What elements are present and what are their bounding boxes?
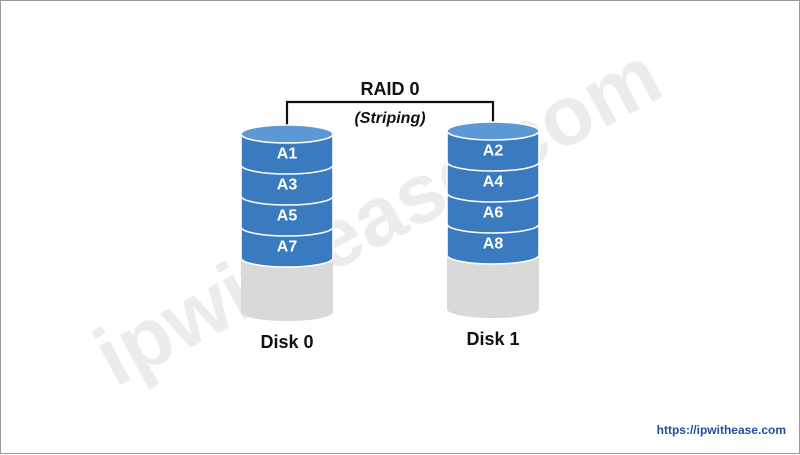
- source-url: https://ipwithease.com: [657, 423, 786, 437]
- disk-0-block-a1: [240, 133, 334, 175]
- disk-1-top-cap: [446, 121, 540, 141]
- disk-0-block-a5: [240, 195, 334, 237]
- disk-0-block-label: A3: [277, 177, 298, 194]
- diagram-title: RAID 0: [360, 79, 419, 99]
- disk-1-block-label: A2: [483, 143, 504, 160]
- striping-connector: [285, 100, 495, 134]
- disk-0-block-label: A7: [277, 239, 298, 256]
- disk-1-block-label: A6: [483, 205, 504, 222]
- disk-1-block-label: A4: [483, 174, 504, 191]
- disk-0-block-a3: [240, 164, 334, 206]
- disk-1-label: Disk 1: [466, 329, 519, 349]
- diagram-subtitle: (Striping): [354, 110, 425, 127]
- disk-1-block-a4: [446, 161, 540, 203]
- disk-0-block-label: A1: [277, 146, 298, 163]
- disk-1-block-a6: [446, 192, 540, 234]
- disk-0-block-label: A5: [277, 208, 298, 225]
- disk-1-block-label: A8: [483, 236, 504, 253]
- disk-0-top-cap: [240, 124, 334, 144]
- disk-1-block-a2: [446, 130, 540, 172]
- disk-0-block-a7: [240, 226, 334, 268]
- disk-1-free-space: [447, 255, 539, 318]
- disk-1-block-a8: [446, 223, 540, 265]
- disk-0-free-space: [241, 258, 333, 321]
- disk-0-label: Disk 0: [260, 332, 313, 352]
